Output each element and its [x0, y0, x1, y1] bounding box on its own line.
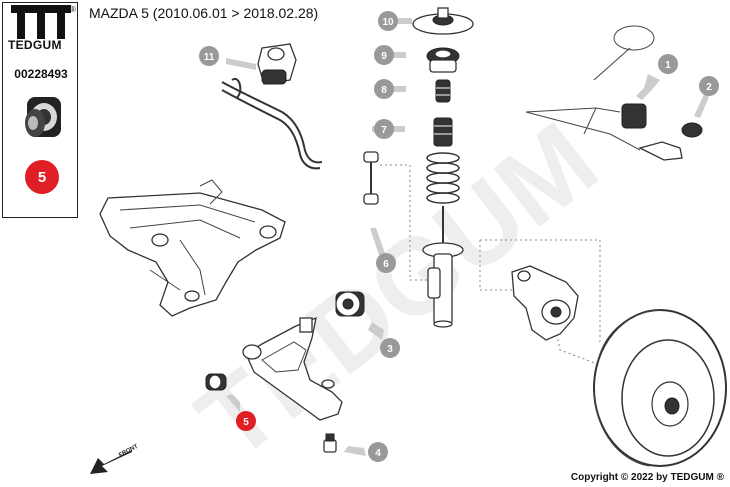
callout-11: 11 [199, 46, 219, 66]
svg-text:10: 10 [382, 17, 394, 28]
svg-text:6: 6 [383, 259, 389, 270]
svg-text:5: 5 [243, 417, 249, 428]
part-number: 00228493 [14, 67, 68, 81]
svg-text:11: 11 [204, 52, 215, 63]
brand-logo-text: TEDGUM [8, 38, 62, 52]
svg-text:1: 1 [665, 60, 671, 71]
callout-8: 8 [374, 79, 394, 99]
control-arm-bushing [205, 373, 227, 391]
callout-10: 10 [378, 11, 398, 31]
front-subframe [99, 179, 286, 317]
copyright-notice: Copyright © 2022 by TEDGUM ® [570, 472, 724, 483]
svg-text:9: 9 [381, 51, 387, 62]
product-sidebar: ® TEDGUM 00228493 5 [2, 2, 78, 218]
callout-7: 7 [374, 119, 394, 139]
callout-6: 6 [376, 253, 396, 273]
shock-absorber [422, 206, 464, 328]
svg-text:2: 2 [706, 82, 712, 93]
highlight-callout-badge: 5 [25, 160, 59, 194]
tire [593, 309, 727, 467]
coil-spring [426, 152, 460, 204]
svg-text:8: 8 [381, 85, 387, 96]
callout-9: 9 [374, 45, 394, 65]
product-photo [25, 97, 61, 137]
top-mount [412, 7, 474, 35]
bump-stop [435, 79, 451, 103]
dust-boot [433, 117, 453, 147]
svg-text:7: 7 [381, 125, 387, 136]
svg-text:4: 4 [375, 448, 381, 459]
stabilizer-bushing [257, 43, 297, 85]
lower-control-arm [242, 316, 343, 421]
front-direction-arrow: FRONT [90, 444, 139, 474]
ball-joint [323, 433, 337, 453]
brand-logo-mark [11, 5, 71, 39]
callout-1: 1 [658, 54, 678, 74]
rear-arm-bushing [335, 291, 365, 317]
callout-3: 3 [380, 338, 400, 358]
stabilizer-bar [221, 77, 323, 170]
callout-4: 4 [368, 442, 388, 462]
vehicle-title: MAZDA 5 (2010.06.01 > 2018.02.28) [89, 5, 319, 21]
steering-knuckle [511, 265, 579, 341]
stabilizer-link [363, 151, 379, 205]
registered-mark: ® [70, 5, 76, 14]
svg-text:3: 3 [387, 344, 393, 355]
callout-2: 2 [699, 76, 719, 96]
front-label: FRONT [118, 444, 139, 459]
callout-5: 5 [236, 411, 256, 431]
strut-bearing [426, 47, 460, 73]
steering-rack [525, 25, 703, 161]
